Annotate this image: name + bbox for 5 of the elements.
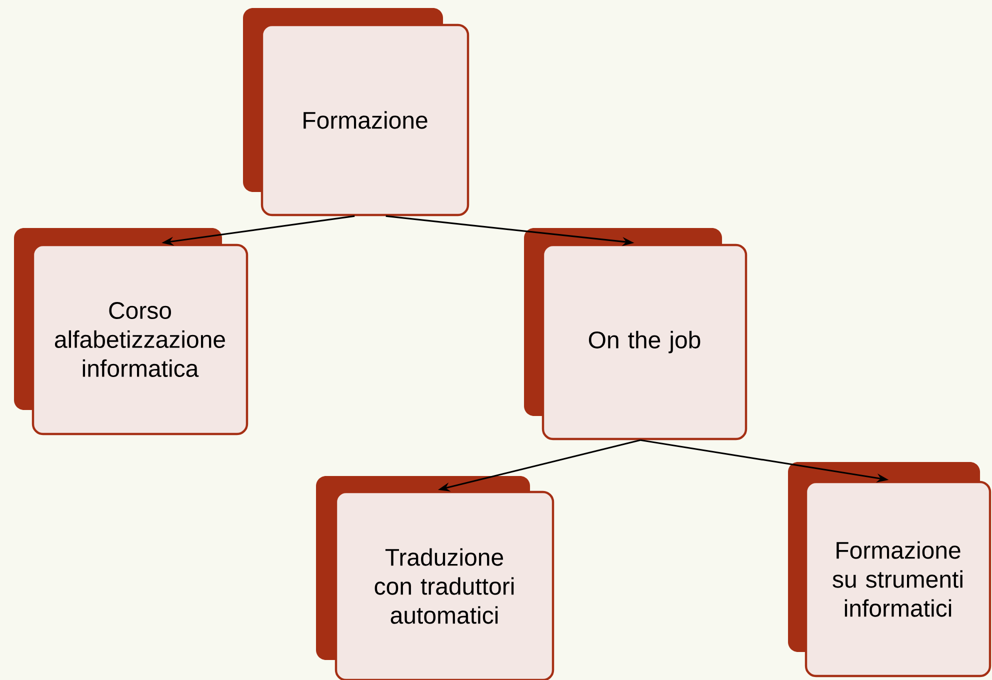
process-box: Formazione [243, 8, 470, 216]
process-box: On the job [524, 228, 748, 440]
process-box: Corso alfabetizzazione informatica [14, 228, 248, 436]
process-box: Formazione su strumenti informatici [788, 462, 992, 678]
process-box: Traduzione con traduttori automatici [316, 476, 554, 680]
